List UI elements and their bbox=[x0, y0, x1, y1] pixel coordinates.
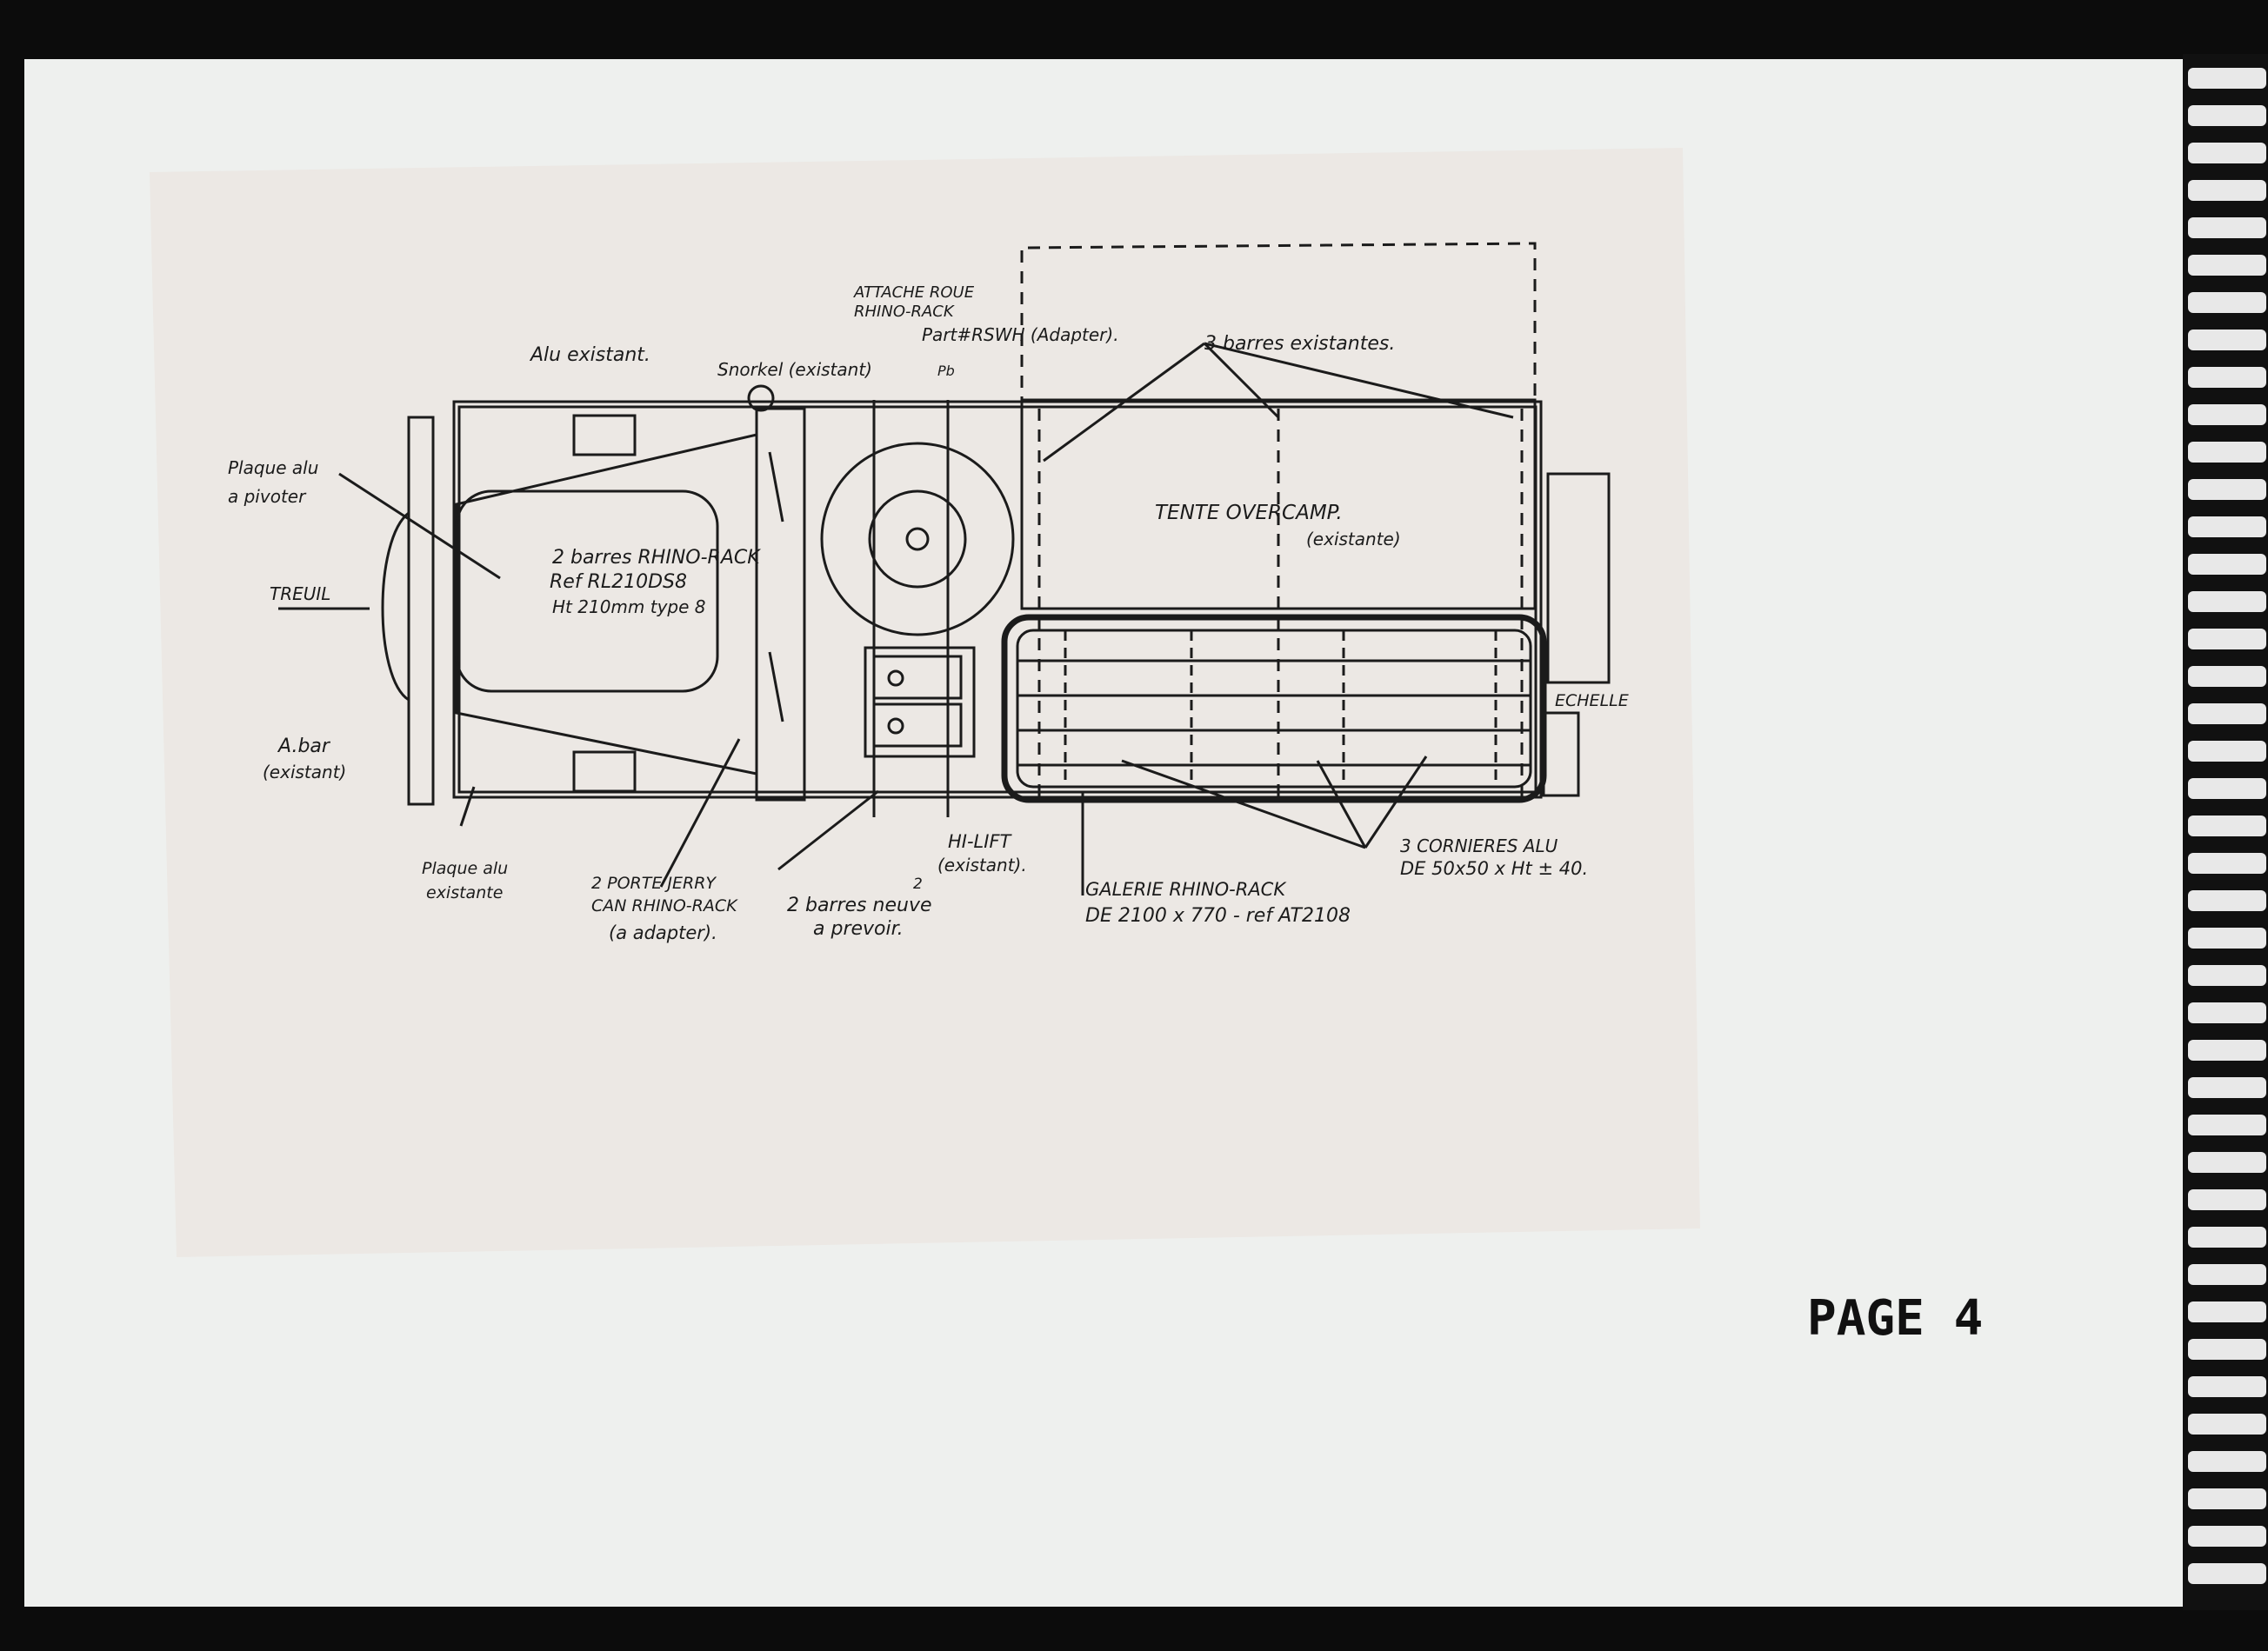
vehicle-top-view-sketch bbox=[278, 242, 1611, 895]
annotations: Alu existant. Snorkel (existant) ATTACHE… bbox=[228, 283, 1629, 943]
binding-coil bbox=[2188, 516, 2266, 537]
label-barres-rhino-1: 2 barres RHINO-RACK bbox=[552, 547, 761, 569]
binding-coil bbox=[2188, 853, 2266, 874]
binding-coil bbox=[2188, 554, 2266, 575]
label-tente-2: (existante) bbox=[1306, 529, 1401, 549]
label-barres-rhino-2: Ref RL210DS8 bbox=[550, 571, 687, 593]
a-bar-shape bbox=[407, 416, 435, 806]
binding-coil bbox=[2188, 703, 2266, 724]
label-plaque-existante-2: existante bbox=[426, 883, 503, 902]
label-barres-neuve-1: 2 barres neuve bbox=[787, 895, 932, 916]
label-cornieres-1: 3 CORNIERES ALU bbox=[1400, 835, 1558, 856]
bonnet-plate bbox=[455, 489, 719, 693]
binding-coil bbox=[2188, 292, 2266, 313]
label-galerie-1: GALERIE RHINO-RACK bbox=[1085, 879, 1287, 900]
binding-coil bbox=[2188, 629, 2266, 649]
label-part-ref: Part#RSWH (Adapter). bbox=[922, 324, 1119, 345]
tent-open-outline bbox=[1020, 242, 1537, 409]
binding-coil bbox=[2188, 666, 2266, 687]
binding-coil bbox=[2188, 367, 2266, 388]
binding-coil bbox=[2188, 1414, 2266, 1435]
binding-coil bbox=[2188, 890, 2266, 911]
binding-coil bbox=[2188, 1077, 2266, 1098]
winch-shape bbox=[381, 511, 410, 702]
binding-coil bbox=[2188, 404, 2266, 425]
spiral-binding bbox=[2183, 54, 2268, 1610]
label-attache-roue-1: ATTACHE ROUE bbox=[853, 283, 975, 302]
label-porte-jerry-2: CAN RHINO-RACK bbox=[591, 896, 738, 915]
ladder bbox=[1546, 472, 1611, 684]
vehicle-outline bbox=[452, 400, 1543, 799]
label-hi-lift-2: (existant). bbox=[937, 855, 1027, 875]
label-cornieres-2: DE 50x50 x Ht ± 40. bbox=[1400, 858, 1588, 879]
label-galerie-2: DE 2100 x 770 - ref AT2108 bbox=[1085, 905, 1351, 927]
binding-coil bbox=[2188, 1301, 2266, 1322]
label-hi-lift-1: HI-LIFT bbox=[948, 831, 1013, 852]
label-snorkel: Snorkel (existant) bbox=[717, 359, 872, 380]
label-plaque-pivoter-1: Plaque alu bbox=[228, 457, 318, 478]
label-barres-rhino-3: Ht 210mm type 8 bbox=[552, 596, 706, 617]
label-a-bar-1: A.bar bbox=[277, 736, 331, 757]
binding-coil bbox=[2188, 105, 2266, 126]
binding-coil bbox=[2188, 1227, 2266, 1248]
binding-coil bbox=[2188, 180, 2266, 201]
label-porte-jerry-3: (a adapter). bbox=[609, 922, 717, 943]
binding-coil bbox=[2188, 591, 2266, 612]
label-plaque-existante-1: Plaque alu bbox=[422, 859, 508, 878]
binding-coil bbox=[2188, 442, 2266, 463]
binding-coil bbox=[2188, 965, 2266, 986]
binding-coil bbox=[2188, 330, 2266, 350]
binding-coil bbox=[2188, 741, 2266, 762]
label-echelle: ECHELLE bbox=[1555, 691, 1629, 710]
binding-coil bbox=[2188, 1264, 2266, 1285]
label-tente-1: TENTE OVERCAMP. bbox=[1155, 502, 1343, 524]
binding-coil bbox=[2188, 1488, 2266, 1509]
binding-coil bbox=[2188, 143, 2266, 163]
windscreen bbox=[755, 407, 806, 802]
binding-coil bbox=[2188, 816, 2266, 836]
snorkel bbox=[747, 384, 775, 412]
label-porte-jerry-1: 2 PORTE JERRY bbox=[591, 874, 717, 893]
binding-coil bbox=[2188, 1526, 2266, 1547]
binding-coil bbox=[2188, 1189, 2266, 1210]
binding-coil bbox=[2188, 1115, 2266, 1135]
page-number-label: PAGE 4 bbox=[1807, 1290, 1983, 1347]
label-treuil: TREUIL bbox=[270, 583, 330, 604]
binding-coil bbox=[2188, 1376, 2266, 1397]
label-plaque-pivoter-2: a pivoter bbox=[228, 486, 307, 507]
binding-coil bbox=[2188, 1451, 2266, 1472]
label-alu-existant: Alu existant. bbox=[529, 344, 650, 366]
label-trois-barres: 3 barres existantes. bbox=[1204, 333, 1395, 355]
binding-coil bbox=[2188, 68, 2266, 89]
binding-coil bbox=[2188, 1152, 2266, 1173]
label-attache-roue-2: RHINO-RACK bbox=[854, 303, 955, 321]
binding-coil bbox=[2188, 1339, 2266, 1360]
binding-coil bbox=[2188, 479, 2266, 500]
label-barres-neuve-0: 2 bbox=[913, 875, 923, 893]
binding-coil bbox=[2188, 217, 2266, 238]
label-a-bar-2: (existant) bbox=[263, 762, 346, 782]
binding-coil bbox=[2188, 778, 2266, 799]
spare-wheel bbox=[820, 442, 1015, 636]
binding-coil bbox=[2188, 1002, 2266, 1023]
roof-rack bbox=[1001, 614, 1547, 803]
tracing-paper bbox=[150, 148, 1700, 1257]
binding-coil bbox=[2188, 255, 2266, 276]
binding-coil bbox=[2188, 1040, 2266, 1061]
label-barres-neuve-2: a prevoir. bbox=[813, 918, 904, 940]
label-pb: Pb bbox=[937, 363, 955, 379]
binding-coil bbox=[2188, 928, 2266, 949]
binding-coil bbox=[2188, 1563, 2266, 1584]
jerry-cans bbox=[864, 646, 976, 758]
